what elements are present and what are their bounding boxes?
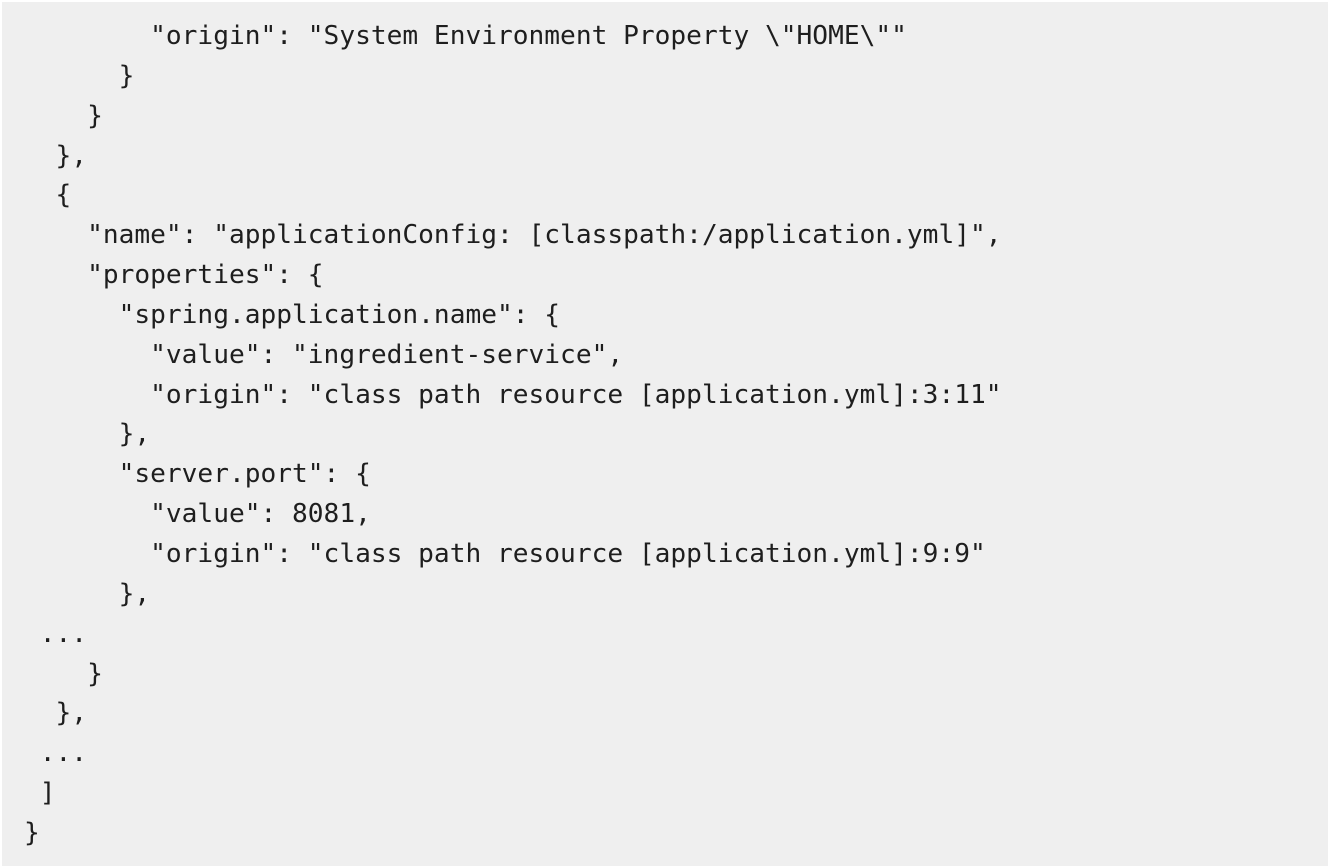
code-line: "name": "applicationConfig: [classpath:/… [24, 220, 1002, 251]
code-line: }, [24, 578, 151, 609]
code-line: }, [24, 140, 88, 171]
code-line: "origin": "System Environment Property \… [24, 21, 907, 51]
code-line: "origin": "class path resource [applicat… [24, 379, 1002, 410]
code-line: ... [24, 618, 88, 649]
code-line: } [24, 60, 135, 91]
code-line: "spring.application.name": { [24, 299, 561, 330]
code-line: "value": 8081, [24, 499, 371, 530]
code-line: }, [24, 419, 151, 450]
code-line: { [24, 180, 72, 211]
code-line: "properties": { [24, 260, 324, 291]
code-line: }, [24, 698, 88, 729]
code-line: ] [24, 778, 56, 809]
code-line: } [24, 658, 103, 689]
code-line: } [24, 100, 103, 131]
code-line: ... [24, 738, 88, 769]
code-line: } [24, 817, 40, 848]
code-lines: "origin": "System Environment Property \… [24, 16, 1002, 853]
code-line: "value": "ingredient-service", [24, 339, 624, 370]
code-line: "origin": "class path resource [applicat… [24, 538, 986, 569]
code-line: "server.port": { [24, 459, 371, 490]
